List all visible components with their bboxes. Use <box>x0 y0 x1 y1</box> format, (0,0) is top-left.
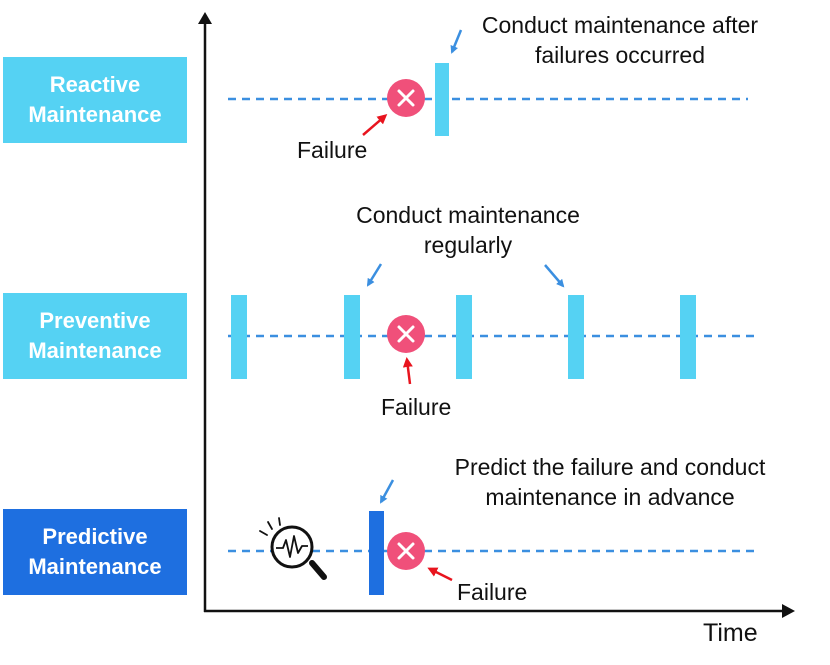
preventive-maintenance-bar <box>568 295 584 379</box>
reactive-note-arrow <box>450 29 463 54</box>
reactive-note: Conduct maintenance after failures occur… <box>455 10 785 70</box>
preventive-maintenance-bar <box>456 295 472 379</box>
preventive-note-line1: Conduct maintenance <box>356 202 580 228</box>
reactive-label-line1: Reactive <box>49 72 141 97</box>
reactive-maintenance-label: Reactive Maintenance <box>3 57 187 143</box>
magnifier-waveform-icon <box>259 517 327 580</box>
predictive-failure-label: Failure <box>457 579 528 605</box>
predictive-failure-arrow <box>427 567 453 582</box>
predictive-maintenance-bar <box>369 511 384 595</box>
preventive-row-graphics <box>228 263 758 385</box>
preventive-note-line2: regularly <box>423 232 513 258</box>
preventive-note-arrow-right <box>544 264 565 288</box>
predictive-note: Predict the failure and conduct maintena… <box>425 452 795 512</box>
predictive-note-line2: maintenance in advance <box>485 484 735 510</box>
predictive-label-line1: Predictive <box>42 524 148 549</box>
reactive-maintenance-bar <box>435 63 449 136</box>
preventive-label-line2: Maintenance <box>28 338 162 363</box>
y-axis-arrowhead <box>198 12 212 24</box>
preventive-maintenance-bar <box>231 295 247 379</box>
preventive-maintenance-bar <box>680 295 696 379</box>
reactive-note-line2: failures occurred <box>534 42 706 68</box>
predictive-note-line1: Predict the failure and conduct <box>454 454 766 480</box>
x-axis-label: Time <box>703 619 758 647</box>
reactive-label-line2: Maintenance <box>28 102 162 127</box>
preventive-failure-icon <box>387 315 425 353</box>
reactive-failure-arrow <box>362 114 388 136</box>
reactive-row-graphics <box>228 29 748 136</box>
predictive-note-arrow <box>379 479 395 504</box>
x-axis-arrowhead <box>782 604 795 618</box>
preventive-failure-label: Failure <box>381 394 452 420</box>
time-axis <box>198 12 795 618</box>
predictive-maintenance-label: Predictive Maintenance <box>3 509 187 595</box>
reactive-failure-icon <box>387 79 425 117</box>
predictive-label-line2: Maintenance <box>28 554 162 579</box>
reactive-failure-label: Failure <box>297 137 368 163</box>
preventive-note-arrow-left <box>366 263 383 287</box>
preventive-failure-arrow <box>402 357 413 385</box>
reactive-note-line1: Conduct maintenance after <box>481 12 759 38</box>
predictive-failure-icon <box>387 532 425 570</box>
preventive-note: Conduct maintenance regularly <box>318 200 618 260</box>
preventive-label-line1: Preventive <box>39 308 151 333</box>
preventive-maintenance-label: Preventive Maintenance <box>3 293 187 379</box>
preventive-maintenance-bar <box>344 295 360 379</box>
predictive-row-graphics <box>228 479 758 595</box>
